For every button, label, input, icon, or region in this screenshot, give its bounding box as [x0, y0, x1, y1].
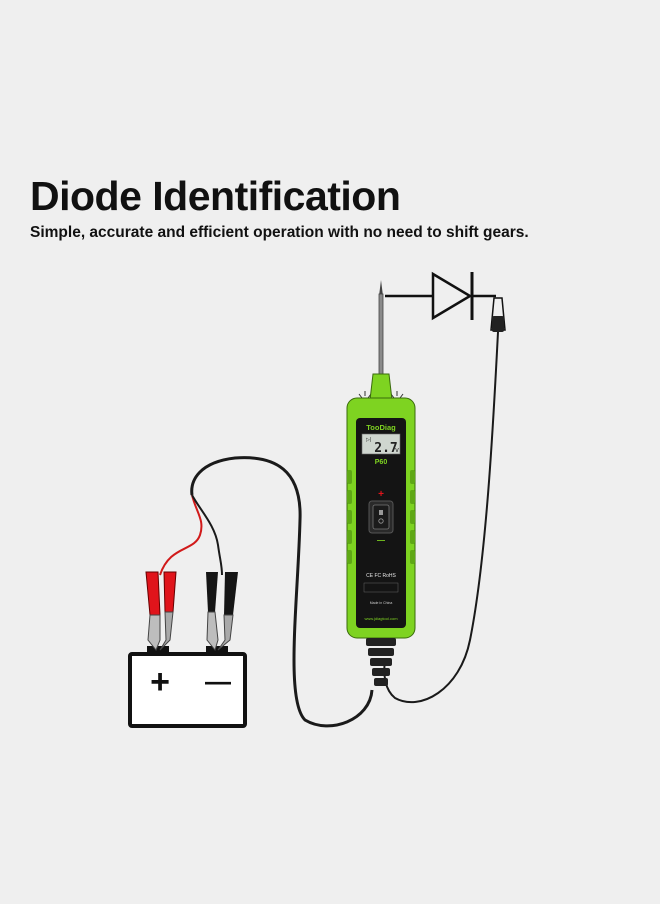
device-model: P60 [375, 459, 388, 466]
probe-tip [378, 280, 384, 375]
diode-mode-icon: ▷| [366, 437, 371, 443]
diode-clip [490, 297, 506, 332]
battery: + — [128, 646, 247, 728]
black-clip [206, 572, 238, 652]
ground-wire [383, 331, 499, 704]
device-website: www.jdiagtool.com [364, 616, 398, 621]
display-unit: v [395, 447, 399, 454]
device-brand: TooDiag [366, 423, 396, 432]
power-probe-device: TooDiag ▷| 2.7 v P60 + — CE FC RoHS Made… [346, 373, 416, 686]
red-clip [145, 571, 177, 651]
switch-plus-mark: + [378, 489, 384, 500]
display-reading: 2.7 [374, 441, 397, 456]
power-cable [190, 456, 374, 728]
rocker-switch[interactable] [368, 500, 394, 534]
made-in-label: Made in China [370, 601, 393, 605]
black-wire [191, 494, 223, 576]
red-wire [159, 494, 203, 576]
battery-negative-sign: — [205, 666, 231, 696]
page-subtitle: Simple, accurate and efficient operation… [30, 224, 529, 241]
cert-marks: CE FC RoHS [366, 573, 396, 579]
switch-minus-mark: — [377, 536, 385, 545]
battery-positive-sign: + [150, 663, 170, 701]
diode-symbol [385, 271, 496, 321]
page-title: Diode Identification [30, 173, 401, 219]
